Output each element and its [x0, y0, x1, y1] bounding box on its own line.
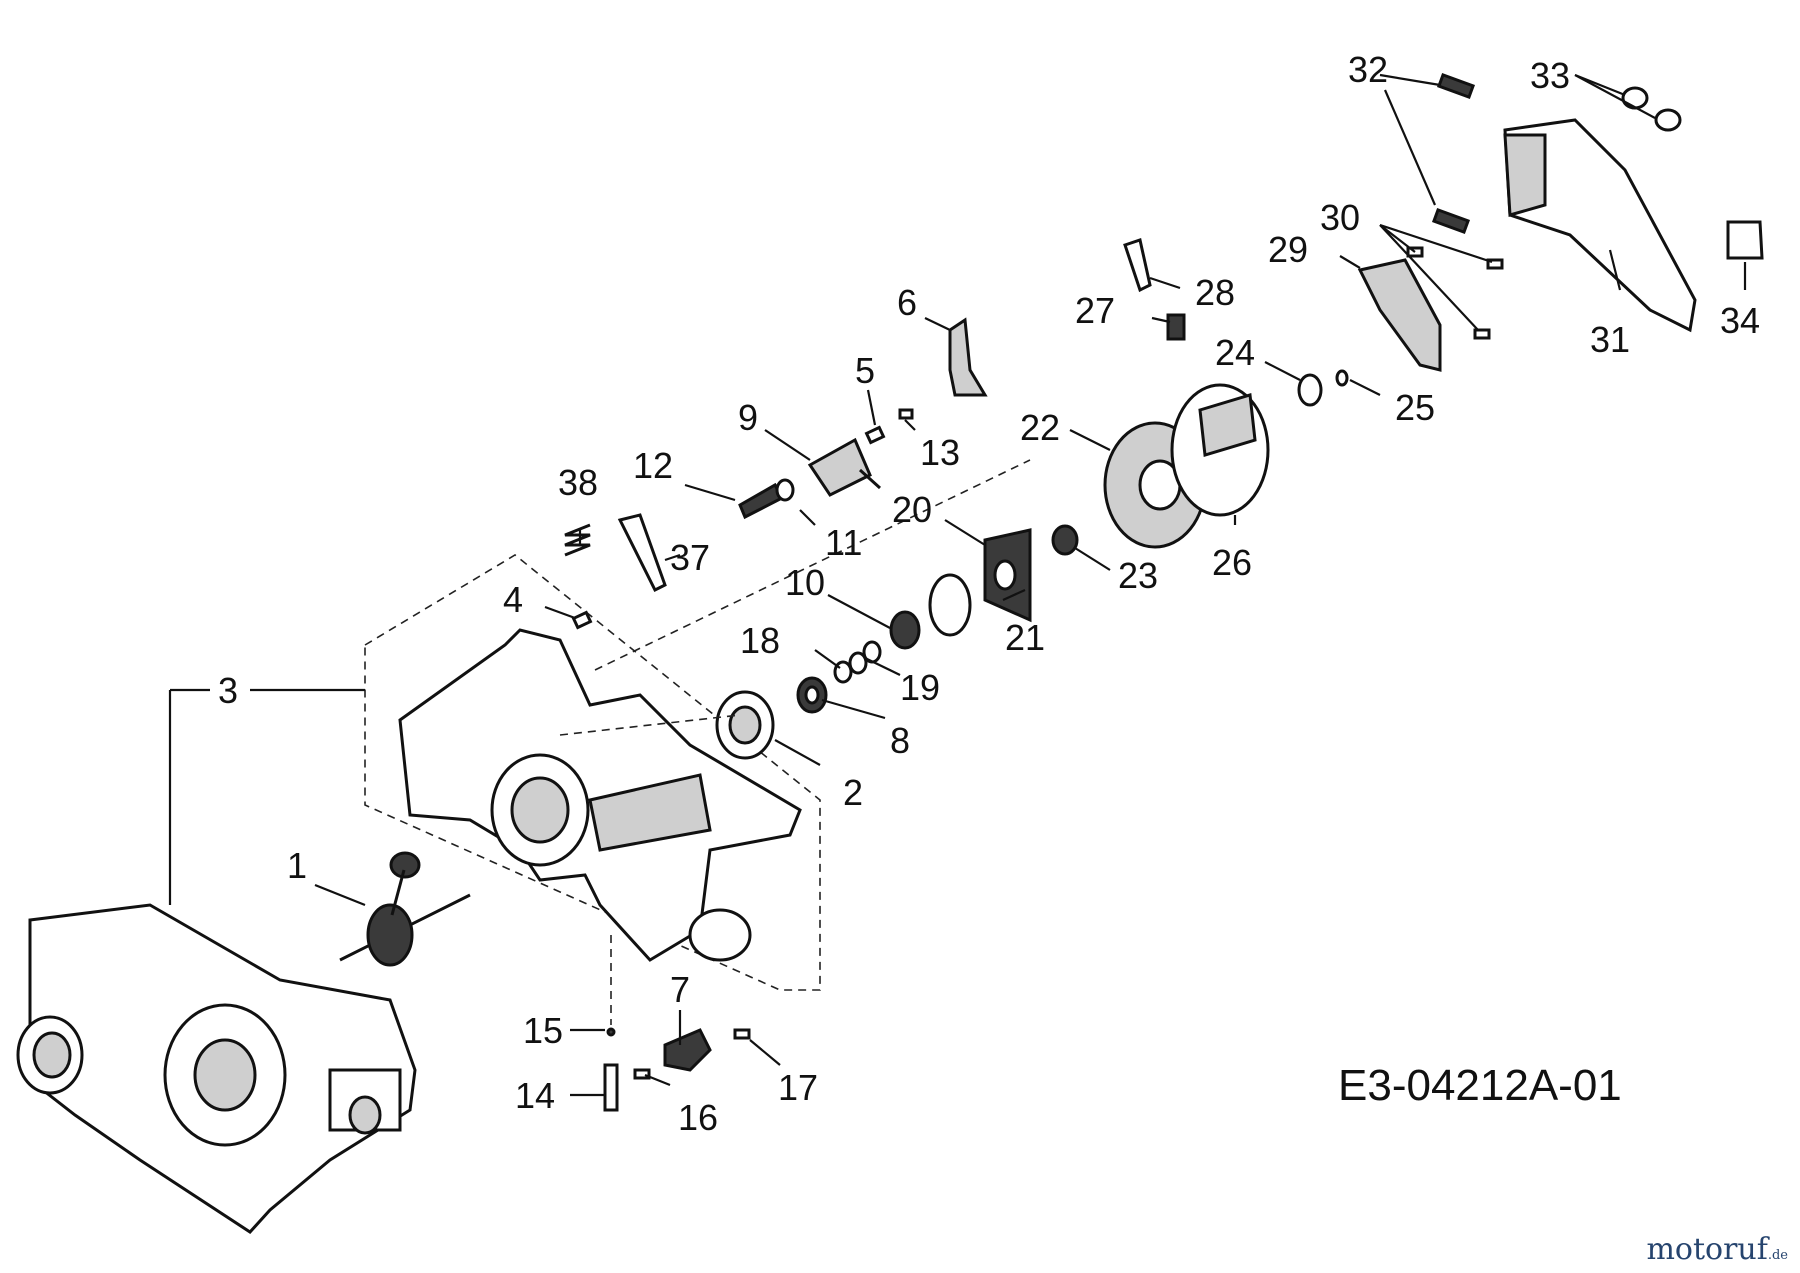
crankshaft — [339, 851, 471, 967]
label-28: 28 — [1195, 272, 1235, 313]
label-15: 15 — [523, 1010, 563, 1051]
drawing-code: E3-04212A-01 — [1338, 1061, 1622, 1110]
label-32: 32 — [1348, 49, 1388, 90]
label-25: 25 — [1395, 387, 1435, 428]
seal-8 — [796, 676, 828, 714]
nuts-33 — [1621, 86, 1682, 132]
label-2: 2 — [843, 772, 863, 813]
watermark-brand: motoruf — [1646, 1232, 1768, 1267]
label-11: 11 — [825, 522, 862, 563]
assembly-3-outline — [168, 554, 821, 991]
screw-17 — [733, 1028, 751, 1040]
label-26: 26 — [1212, 542, 1252, 583]
pin-28 — [1123, 238, 1152, 293]
label-29: 29 — [1268, 229, 1308, 270]
crankcase-housing — [398, 628, 802, 962]
sprocket-cover-31 — [1503, 118, 1697, 333]
label-12: 12 — [633, 445, 673, 486]
label-9: 9 — [738, 397, 758, 438]
label-37: 37 — [670, 537, 710, 578]
lever-6 — [948, 317, 988, 397]
dowel-32 — [1431, 72, 1476, 235]
label-27: 27 — [1075, 290, 1115, 331]
label-38: 38 — [558, 462, 598, 503]
label-22: 22 — [1020, 407, 1060, 448]
clutch-21 — [983, 528, 1032, 623]
label-31: 31 — [1590, 319, 1630, 360]
part-labels: 1 2 3 4 5 6 7 8 9 10 11 12 13 14 15 16 1… — [218, 49, 1760, 1138]
label-24: 24 — [1215, 332, 1255, 373]
spring-38 — [564, 523, 591, 557]
label-21: 21 — [1005, 617, 1045, 658]
label-10: 10 — [785, 562, 825, 603]
lever-37 — [617, 513, 667, 593]
label-34: 34 — [1720, 300, 1760, 341]
circlip-25 — [1335, 369, 1349, 387]
label-16: 16 — [678, 1097, 718, 1138]
label-6: 6 — [897, 282, 917, 323]
label-33: 33 — [1530, 55, 1570, 96]
label-17: 17 — [778, 1067, 818, 1108]
pin-5 — [864, 425, 886, 445]
part-7 — [663, 1028, 712, 1072]
label-3: 3 — [218, 670, 238, 711]
label-34 — [1726, 220, 1764, 260]
label-13: 13 — [920, 432, 960, 473]
label-7: 7 — [670, 969, 690, 1010]
label-18: 18 — [740, 620, 780, 661]
label-30: 30 — [1320, 197, 1360, 238]
watermark: motoruf.de — [1646, 1232, 1788, 1267]
oil-pump-drive-10 — [889, 573, 972, 650]
label-23: 23 — [1118, 555, 1158, 596]
label-19: 19 — [900, 667, 940, 708]
label-1: 1 — [287, 845, 307, 886]
label-5: 5 — [855, 350, 875, 391]
part-15 — [606, 1027, 616, 1037]
needle-bearing-23 — [1051, 524, 1079, 556]
spring-27 — [1166, 313, 1186, 341]
oil-pump-9 — [807, 437, 882, 497]
crankcase-left-half — [16, 903, 417, 1234]
brake-lever-29 — [1357, 258, 1442, 372]
washers-18-19 — [833, 640, 882, 684]
bearing-2 — [715, 690, 775, 760]
label-4: 4 — [503, 579, 523, 620]
watermark-tld: .de — [1767, 1248, 1788, 1263]
brake-band-26 — [1170, 383, 1270, 517]
label-20: 20 — [892, 489, 932, 530]
clip-16 — [633, 1068, 651, 1080]
label-14: 14 — [515, 1075, 555, 1116]
screw-13 — [898, 408, 914, 420]
adjust-screw-12 — [738, 478, 795, 520]
washer-24 — [1297, 373, 1323, 407]
pin-14 — [603, 1063, 619, 1112]
leader-lines — [314, 73, 1747, 1097]
label-8: 8 — [890, 720, 910, 761]
pin-4 — [571, 610, 593, 630]
